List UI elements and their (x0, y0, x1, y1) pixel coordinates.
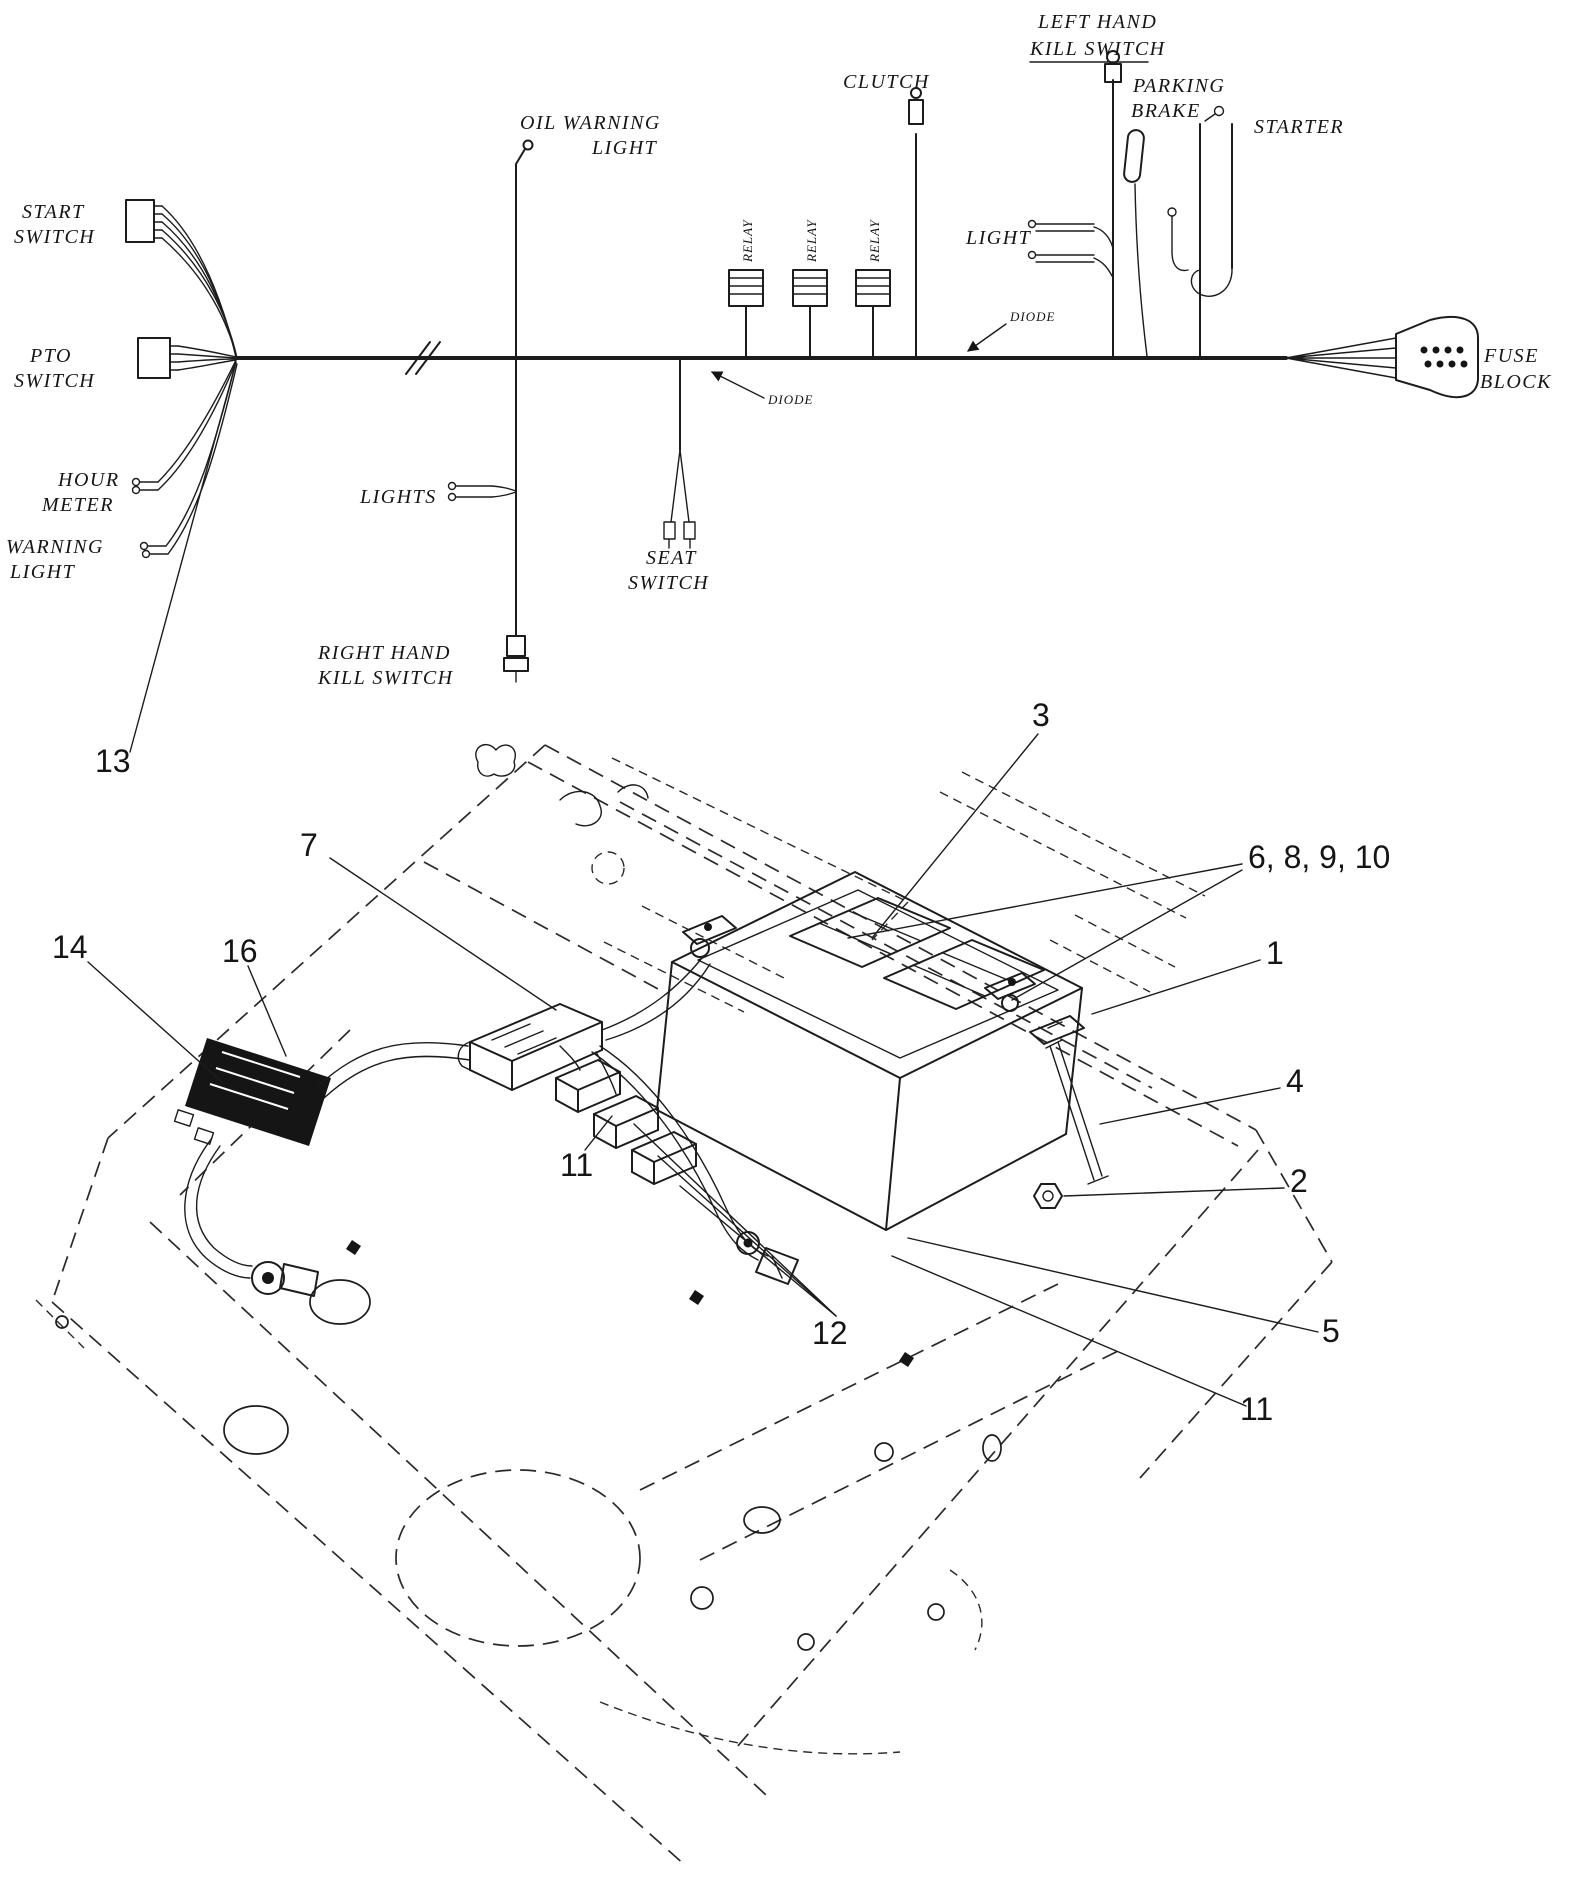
seat-switch-label-line2: SWITCH (628, 572, 709, 594)
start-switch-label-line2: SWITCH (14, 226, 95, 248)
chassis-holes (55, 1240, 1002, 1651)
hour-meter-label-line2: METER (41, 494, 114, 516)
chassis-frame-dashed (35, 744, 1333, 1867)
clutch-label: CLUTCH (843, 71, 930, 93)
callout-16: 16 (222, 933, 258, 969)
oil-warning-light-label-line2: LIGHT (591, 137, 658, 159)
fuse-block-pin-grid (1420, 346, 1468, 368)
warning-light-wires: WARNING LIGHT (6, 361, 238, 583)
right-hand-kill-switch-label-line2: KILL SWITCH (317, 667, 454, 689)
callout-6-8-9-10: 6, 8, 9, 10 (1248, 839, 1390, 875)
right-hand-kill-switch-label-line1: RIGHT HAND (317, 642, 451, 664)
parking-brake-label-line2: BRAKE (1131, 100, 1201, 122)
seat-switch-branch: SEAT SWITCH (628, 357, 709, 594)
bolt (1033, 1183, 1063, 1209)
right-hand-kill-switch-branch: RIGHT HAND KILL SWITCH (317, 357, 529, 689)
callout-5: 5 (1322, 1313, 1340, 1349)
relay-1-label: RELAY (740, 219, 755, 263)
callout-7: 7 (300, 827, 318, 863)
callout-14: 14 (52, 929, 88, 965)
harness-schematic: START SWITCH PTO SWITCH HOUR METER (6, 11, 1552, 689)
callout-numbers: 13 3 7 6, 8, 9, 10 1 14 16 4 2 11 12 5 1… (52, 697, 1390, 1427)
starter-branch: STARTER (1167, 105, 1344, 357)
left-hand-kill-switch-label-line1: LEFT HAND (1037, 11, 1157, 33)
callout-4: 4 (1286, 1063, 1304, 1099)
pto-switch-connector: PTO SWITCH (14, 337, 237, 392)
diode-upper: DIODE (967, 309, 1055, 352)
lights-branch: LIGHTS (359, 481, 517, 508)
callout-11-left: 11 (560, 1147, 593, 1183)
ignition-module (173, 1038, 331, 1146)
pto-switch-label-line2: SWITCH (14, 370, 95, 392)
relay-1: RELAY (728, 219, 764, 359)
light-label: LIGHT (965, 227, 1032, 249)
callout-13: 13 (95, 743, 131, 779)
callout-11-right: 11 (1240, 1391, 1273, 1427)
oil-warning-light-label-line1: OIL WARNING (520, 112, 661, 134)
callout-3: 3 (1032, 697, 1050, 733)
connector-cluster (555, 1059, 697, 1185)
callout-1: 1 (1266, 935, 1284, 971)
start-switch-connector: START SWITCH (14, 199, 238, 359)
left-hand-kill-switch-label-line2: KILL SWITCH (1029, 38, 1166, 60)
parking-brake-branch: PARKING BRAKE (1123, 75, 1225, 357)
inline-connector (457, 1003, 603, 1091)
callout-12: 12 (812, 1315, 848, 1351)
hour-meter-wires: HOUR METER (41, 359, 237, 516)
fuse-block-label-line1: FUSE (1483, 345, 1539, 367)
chassis-isometric-view: 13 3 7 6, 8, 9, 10 1 14 16 4 2 11 12 5 1… (35, 361, 1390, 1867)
hour-meter-label-line1: HOUR (57, 469, 120, 491)
callout-leader-lines (87, 361, 1319, 1407)
relay-3-label: RELAY (867, 219, 882, 263)
warning-light-label-line1: WARNING (6, 536, 104, 558)
ground-wire (184, 1137, 319, 1297)
clutch-branch: CLUTCH (843, 71, 930, 359)
diode-lower-label: DIODE (767, 392, 813, 407)
fuse-block-connector: FUSE BLOCK (1285, 315, 1552, 399)
chassis-brackets (475, 744, 649, 827)
fuse-block-label-line2: BLOCK (1480, 371, 1552, 393)
parking-brake-label-line1: PARKING (1132, 75, 1225, 97)
warning-light-label-line2: LIGHT (9, 561, 76, 583)
wiring-harness-bottom (317, 957, 799, 1285)
left-hand-kill-switch-branch: LEFT HAND KILL SWITCH (1029, 11, 1166, 359)
harness-trunk (234, 341, 1288, 375)
relay-2-label: RELAY (804, 219, 819, 263)
callout-2: 2 (1290, 1163, 1308, 1199)
starter-label: STARTER (1254, 116, 1344, 138)
battery (656, 871, 1109, 1231)
seat-switch-label-line1: SEAT (646, 547, 697, 569)
relay-2: RELAY (792, 219, 828, 359)
battery-terminal-left (682, 915, 737, 958)
battery-holddown-rod (1029, 1015, 1109, 1185)
light-branch: LIGHT (965, 219, 1114, 277)
battery-terminal-right (984, 972, 1036, 1012)
relay-3: RELAY (855, 219, 891, 359)
diode-upper-label: DIODE (1009, 309, 1055, 324)
oil-warning-light-branch: OIL WARNING LIGHT (515, 112, 661, 359)
pto-switch-label-line1: PTO (29, 345, 72, 367)
start-switch-label-line1: START (22, 201, 85, 223)
lights-label: LIGHTS (359, 486, 437, 508)
diode-lower: DIODE (710, 371, 813, 407)
